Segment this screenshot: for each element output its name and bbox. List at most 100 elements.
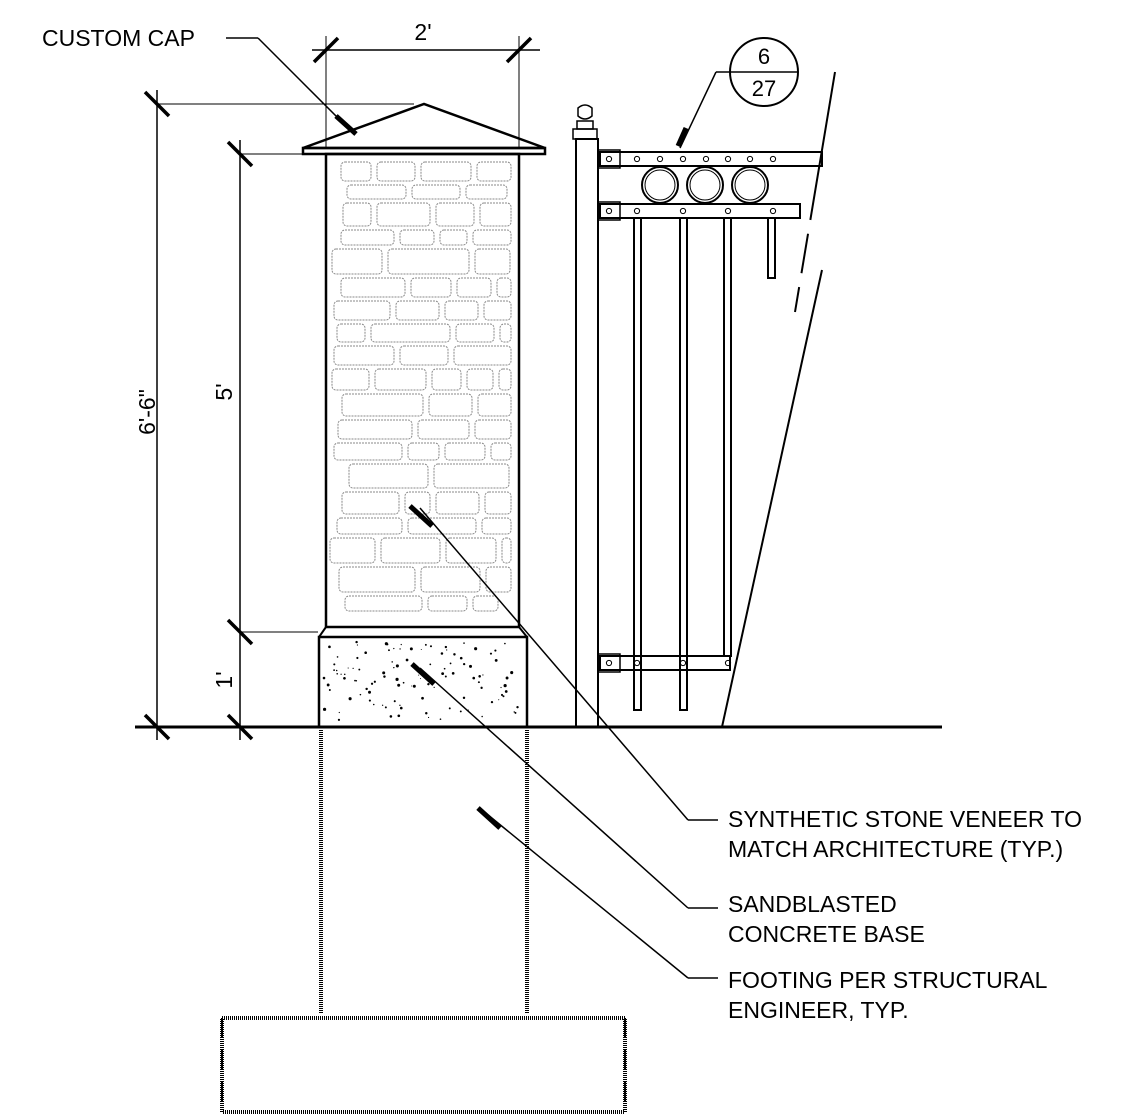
stone-unit: [342, 202, 372, 227]
concrete-speckle: [399, 648, 401, 650]
concrete-speckle: [494, 649, 497, 652]
stone-unit: [465, 184, 508, 200]
concrete-base: [317, 626, 529, 729]
concrete-speckle: [381, 704, 384, 706]
stone-unit: [399, 345, 449, 366]
concrete-speckle: [502, 695, 505, 698]
concrete-speckle: [463, 642, 465, 644]
rivet: [679, 659, 687, 667]
concrete-speckle: [388, 649, 390, 652]
concrete-speckle: [335, 669, 338, 672]
stone-unit: [428, 393, 473, 417]
dimension-width-label: 2': [414, 19, 431, 45]
concrete-speckle: [490, 700, 494, 704]
stone-unit: [340, 277, 406, 298]
concrete-speckle: [448, 707, 451, 710]
stone-unit: [435, 491, 480, 515]
concrete-speckle: [480, 686, 483, 689]
fence-post: [575, 138, 599, 728]
concrete-speckle: [364, 651, 367, 655]
stone-unit: [341, 491, 400, 515]
stone-unit: [501, 537, 512, 564]
stone-unit: [427, 595, 468, 612]
stone-unit: [476, 161, 512, 182]
concrete-speckle: [439, 718, 442, 720]
rail-rivets: [605, 155, 777, 667]
rivet: [679, 155, 687, 163]
dimension-base-height-label: 1': [211, 671, 237, 688]
concrete-speckle: [343, 676, 346, 680]
stone-unit: [499, 323, 512, 343]
stone-unit: [331, 248, 383, 275]
mid-rail: [599, 203, 801, 219]
concrete-speckle: [440, 652, 444, 655]
concrete-speckle: [393, 647, 395, 650]
stone-unit: [456, 277, 492, 298]
stone-unit: [380, 537, 441, 564]
rivet: [605, 207, 613, 215]
callout-stone-veneer: SYNTHETIC STONE VENEER TO MATCH ARCHITEC…: [408, 504, 1082, 862]
stone-unit: [329, 537, 376, 564]
concrete-speckle: [444, 645, 448, 649]
custom-cap: [301, 102, 547, 156]
concrete-speckle: [333, 663, 336, 666]
break-line: [721, 269, 823, 728]
rivet: [605, 659, 613, 667]
concrete-speckle: [510, 671, 514, 675]
concrete-speckle: [384, 706, 387, 709]
footing: [220, 730, 627, 1114]
concrete-speckle: [462, 696, 466, 700]
concrete-speckle: [478, 675, 481, 678]
concrete-speckle: [354, 679, 356, 682]
concrete-speckle: [500, 686, 502, 689]
detail-number: 6: [758, 44, 770, 69]
stone-unit: [445, 537, 497, 564]
callout-stone-veneer-label-2: MATCH ARCHITECTURE (TYP.): [728, 836, 1063, 862]
stone-unit: [483, 300, 512, 321]
concrete-speckle: [500, 693, 504, 697]
concrete-speckle: [340, 673, 342, 675]
concrete-speckle: [386, 643, 389, 646]
concrete-speckle: [459, 710, 462, 713]
stone-unit: [455, 323, 495, 343]
concrete-speckle: [421, 696, 424, 700]
stone-unit: [374, 368, 427, 391]
concrete-speckle: [383, 675, 386, 678]
stone-unit: [420, 161, 472, 182]
stone-unit: [340, 229, 395, 246]
stone-unit: [338, 566, 416, 593]
concrete-speckle: [370, 682, 374, 685]
rivet: [656, 155, 664, 163]
stone-unit: [337, 419, 413, 440]
stone-unit: [370, 323, 451, 343]
stone-unit: [431, 368, 462, 391]
concrete-speckle: [365, 687, 368, 691]
concrete-speckle: [368, 699, 371, 702]
concrete-speckle: [429, 663, 432, 666]
concrete-speckle: [449, 662, 452, 665]
concrete-speckle: [348, 697, 352, 701]
detail-reference-bubble: 6 27: [675, 37, 799, 149]
rivet: [633, 659, 641, 667]
stone-unit: [407, 517, 477, 535]
callout-concrete-base: SANDBLASTED CONCRETE BASE: [410, 662, 925, 947]
stone-unit: [346, 184, 407, 200]
concrete-speckle: [409, 647, 413, 651]
concrete-speckle: [419, 678, 421, 680]
stone-unit: [344, 595, 423, 612]
concrete-speckle: [328, 645, 331, 649]
callout-footing-label-1: FOOTING PER STRUCTURAL: [728, 967, 1048, 993]
concrete-speckle: [489, 652, 493, 655]
concrete-speckle: [444, 675, 447, 678]
rivet: [724, 207, 732, 215]
concrete-speckle: [429, 645, 432, 648]
rivet: [769, 155, 777, 163]
dimension-veneer-height: 5' 1': [211, 140, 324, 741]
rivet: [605, 155, 613, 163]
concrete-speckle: [405, 658, 409, 662]
bottom-rail: [599, 655, 731, 671]
pickets: [633, 217, 776, 711]
stone-unit: [333, 442, 403, 461]
stone-unit: [336, 517, 403, 535]
concrete-speckle: [355, 680, 358, 682]
